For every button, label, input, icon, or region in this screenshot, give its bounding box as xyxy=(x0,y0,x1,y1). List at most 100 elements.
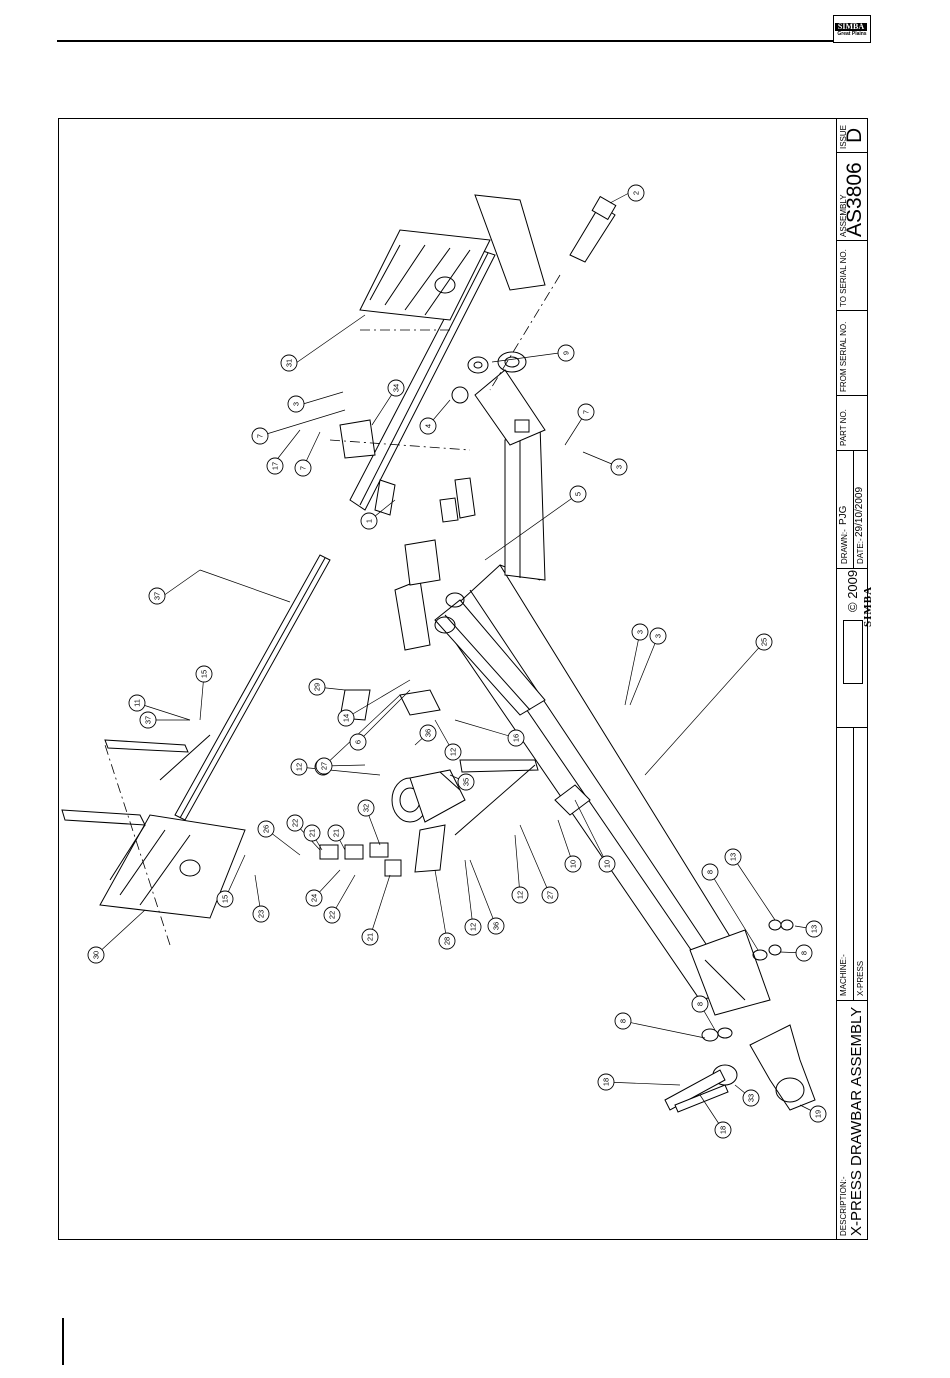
callout-label: 4 xyxy=(424,424,433,428)
callout-label: 12 xyxy=(449,748,458,756)
callout-label: 8 xyxy=(696,1002,705,1006)
callout-label: 7 xyxy=(256,434,265,438)
callout-10: 10 xyxy=(564,855,582,873)
callout-label: 8 xyxy=(619,1019,628,1023)
callout-28: 28 xyxy=(438,932,456,950)
callout-11: 11 xyxy=(128,694,146,712)
callout-21: 21 xyxy=(303,824,321,842)
callout-label: 13 xyxy=(729,853,738,861)
callout-25: 25 xyxy=(755,633,773,651)
callout-16: 16 xyxy=(507,729,525,747)
callout-12: 12 xyxy=(444,743,462,761)
callout-4: 4 xyxy=(419,417,437,435)
drawing-frame xyxy=(58,118,868,1240)
callout-label: 10 xyxy=(569,860,578,868)
callout-31: 31 xyxy=(280,354,298,372)
callout-7: 7 xyxy=(251,427,269,445)
callout-8: 8 xyxy=(701,863,719,881)
callout-label: 3 xyxy=(615,465,624,469)
callout-7: 7 xyxy=(294,459,312,477)
callout-36: 36 xyxy=(487,917,505,935)
tb-divider xyxy=(853,450,854,568)
hydraulic-unit xyxy=(391,769,466,823)
callout-label: 3 xyxy=(654,634,663,638)
callout-label: 6 xyxy=(354,740,363,744)
callout-3: 3 xyxy=(610,458,628,476)
callout-label: 25 xyxy=(760,638,769,646)
callout-label: 18 xyxy=(602,1078,611,1086)
callout-19: 19 xyxy=(809,1105,827,1123)
callout-label: 37 xyxy=(153,592,162,600)
callout-label: 8 xyxy=(706,870,715,874)
callout-15: 15 xyxy=(195,665,213,683)
callout-label: 28 xyxy=(443,937,452,945)
callout-37: 37 xyxy=(148,587,166,605)
upper-cross-beam xyxy=(349,194,546,511)
callout-18: 18 xyxy=(714,1121,732,1139)
callout-17: 17 xyxy=(266,457,284,475)
callout-label: 22 xyxy=(328,911,337,919)
callout-label: 13 xyxy=(810,925,819,933)
callout-12: 12 xyxy=(290,758,308,776)
callout-27: 27 xyxy=(315,757,333,775)
lower-cross-beam xyxy=(61,554,331,919)
callout-8: 8 xyxy=(691,995,709,1013)
callout-label: 7 xyxy=(582,410,591,414)
washers xyxy=(451,356,489,404)
callout-label: 12 xyxy=(295,763,304,771)
callout-18: 18 xyxy=(597,1073,615,1091)
callout-8: 8 xyxy=(614,1012,632,1030)
callout-label: 15 xyxy=(221,895,230,903)
callout-22: 22 xyxy=(323,906,341,924)
main-drawbar-beam xyxy=(439,564,771,1016)
callout-label: 9 xyxy=(562,351,571,355)
callout-34: 34 xyxy=(387,379,405,397)
callout-label: 11 xyxy=(133,699,142,707)
callout-label: 23 xyxy=(257,910,266,918)
callout-21: 21 xyxy=(361,928,379,946)
callout-label: 7 xyxy=(299,466,308,470)
callout-13: 13 xyxy=(805,920,823,938)
callout-1: 1 xyxy=(360,512,378,530)
callout-label: 16 xyxy=(512,734,521,742)
callout-30: 30 xyxy=(87,946,105,964)
callout-label: 30 xyxy=(92,951,101,959)
callout-label: 24 xyxy=(310,894,319,902)
callout-label: 31 xyxy=(285,359,294,367)
callout-label: 5 xyxy=(574,492,583,496)
tb-divider xyxy=(836,152,868,153)
upper-arm xyxy=(474,351,546,581)
callout-label: 12 xyxy=(469,923,478,931)
callout-3: 3 xyxy=(649,627,667,645)
callout-label: 27 xyxy=(320,762,329,770)
callout-label: 12 xyxy=(516,891,525,899)
tb-divider xyxy=(836,568,868,569)
title-block-border xyxy=(836,118,837,1240)
callout-label: 3 xyxy=(292,402,301,406)
callout-label: 26 xyxy=(262,825,271,833)
callout-label: 36 xyxy=(424,729,433,737)
callout-9: 9 xyxy=(557,344,575,362)
callout-label: 32 xyxy=(362,804,371,812)
callout-8: 8 xyxy=(795,944,813,962)
callout-label: 19 xyxy=(814,1110,823,1118)
callout-10: 10 xyxy=(598,855,616,873)
callout-label: 21 xyxy=(366,933,375,941)
callout-22: 22 xyxy=(286,814,304,832)
callout-label: 27 xyxy=(546,891,555,899)
callout-24: 24 xyxy=(305,889,323,907)
callout-12: 12 xyxy=(511,886,529,904)
callout-label: 8 xyxy=(800,951,809,955)
callout-label: 35 xyxy=(462,778,471,786)
callout-36: 36 xyxy=(419,724,437,742)
callout-14: 14 xyxy=(337,709,355,727)
callout-5: 5 xyxy=(569,485,587,503)
callout-6: 6 xyxy=(349,733,367,751)
callout-33: 33 xyxy=(742,1089,760,1107)
logo-brand: SIMBA xyxy=(835,23,867,31)
callout-label: 33 xyxy=(747,1094,756,1102)
tb-divider xyxy=(836,310,868,311)
tb-divider xyxy=(836,450,868,451)
callout-32: 32 xyxy=(357,799,375,817)
